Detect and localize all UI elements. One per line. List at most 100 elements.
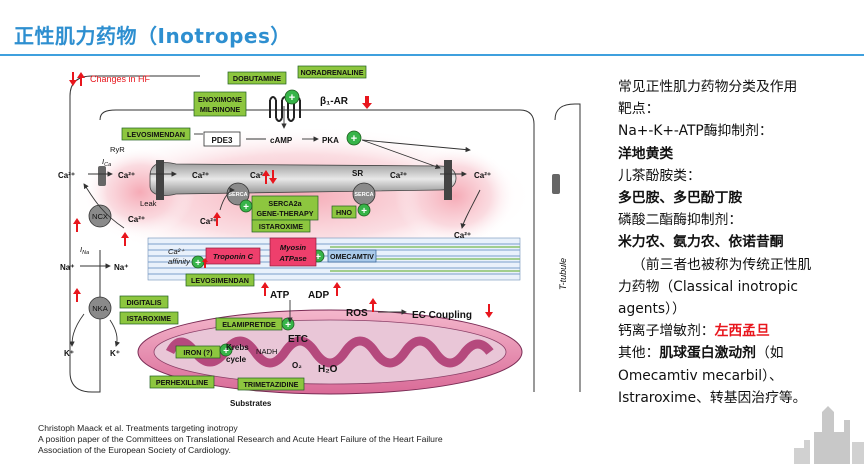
svg-text:NKA: NKA — [92, 304, 109, 313]
ca-dyad: Ca²⁺ — [118, 171, 135, 180]
drug-noradrenaline — [297, 65, 367, 79]
cycle-label: cycle — [226, 355, 247, 364]
inotropy-diagram: + β₁-AR NCX NKA SERCA SERCA Changes in H… — [58, 65, 581, 408]
svg-text:+: + — [289, 92, 295, 104]
svg-text:+: + — [223, 346, 229, 357]
h2o-label: H₂O — [318, 364, 338, 375]
drug-digitalis — [119, 295, 169, 309]
svg-text:+: + — [243, 202, 249, 213]
ca-right-out: Ca²⁺ — [474, 171, 491, 180]
svg-text:ATPase: ATPase — [278, 254, 307, 263]
svg-text:LEVOSIMENDAN: LEVOSIMENDAN — [191, 276, 249, 285]
sidebar-line-13-label: 其他： — [618, 345, 660, 362]
ca-ncx: Ca²⁺ — [128, 215, 145, 224]
affinity-label: affinity — [168, 257, 191, 266]
citation-line-3: Association of the European Society of C… — [38, 445, 231, 455]
svg-text:SERCA2a: SERCA2a — [268, 199, 302, 208]
sidebar-line-12-highlight: 左西孟旦 — [714, 323, 770, 340]
title-divider — [0, 54, 864, 56]
sidebar-line-12: 钙离子增敏剂：左西孟旦 — [618, 320, 858, 342]
sr-label: SR — [352, 169, 363, 178]
myosin-atpase — [269, 237, 317, 267]
svg-text:+: + — [315, 252, 321, 263]
ca-sr-right: Ca²⁺ — [390, 171, 407, 180]
slide-title: 正性肌力药物（Inotropes） — [14, 24, 291, 48]
sidebar-line-6: 多巴胺、多巴酚丁胺 — [618, 190, 743, 207]
ca-outside: Ca²⁺ — [58, 171, 75, 180]
sidebar-line-8: 米力农、氨力农、依诺昔酮 — [618, 234, 784, 251]
sidebar-line-13-tail: （如 — [755, 345, 784, 362]
ca-sr-mid: Ca²⁺ — [250, 171, 267, 180]
camp-label: cAMP — [270, 136, 293, 145]
drug-omecamtiv — [327, 249, 377, 263]
sidebar-line-14: Omecamtiv mecarbil）、 — [618, 367, 783, 384]
krebs-label: Krebs — [226, 343, 249, 352]
sidebar-line-10: 力药物（Classical inotropic — [618, 278, 798, 295]
sidebar-line-3: Na+-K+-ATP酶抑制剂： — [618, 123, 773, 140]
svg-text:+: + — [351, 133, 357, 145]
svg-text:Troponin C: Troponin C — [213, 252, 254, 261]
svg-text:+: + — [361, 206, 367, 217]
substrates-label: Substrates — [230, 399, 272, 408]
sidebar-line-5: 儿茶酚胺类： — [618, 167, 701, 184]
svg-text:ISTAROXIME: ISTAROXIME — [259, 222, 303, 231]
drug-enoximone — [193, 91, 247, 117]
sidebar-line-15: Istraroxime、转基因治疗等。 — [618, 389, 807, 406]
cell-inner-membrane — [99, 109, 535, 392]
drug-levosimendan-tn — [185, 273, 255, 287]
sidebar-line-7: 磷酸二酯酶抑制剂： — [618, 212, 743, 229]
nka-pump — [88, 296, 112, 320]
na-out: Na⁺ — [60, 263, 74, 272]
nadh-label: NADH — [256, 347, 278, 356]
svg-text:GENE-THERAPY: GENE-THERAPY — [256, 209, 313, 218]
stimulation-badges: + + + + + + + — [191, 130, 371, 357]
sidebar-line-4: 洋地黄类 — [618, 145, 674, 162]
svg-text:PDE3: PDE3 — [212, 136, 233, 145]
sidebar-line-12-label: 钙离子增敏剂： — [618, 323, 715, 340]
legend-text: Changes in HF — [90, 74, 151, 84]
citation: Christoph Maack et al. Treatments target… — [38, 423, 598, 456]
ca-affinity: Ca²⁺ — [168, 247, 185, 256]
drug-perhexilline — [149, 375, 215, 389]
o2-label: O₂ — [292, 361, 302, 370]
ttubule-channel — [552, 174, 560, 194]
ros-label: ROS — [346, 308, 368, 319]
citation-line-2: A position paper of the Committees on Tr… — [38, 434, 443, 444]
drug-istaroxime-nka — [119, 311, 179, 325]
adp-label: ADP — [308, 290, 329, 301]
sidebar-line-9: （前三者也被称为传统正性肌 — [632, 256, 812, 273]
ca-sr-left: Ca²⁺ — [192, 171, 209, 180]
cell-membrane-left — [69, 96, 93, 393]
pka-label: PKA — [322, 136, 339, 145]
svg-text:PERHEXILLINE: PERHEXILLINE — [156, 378, 209, 387]
hf-change-arrows — [73, 170, 493, 318]
drug-hno — [331, 205, 357, 219]
k-in: K⁺ — [110, 349, 120, 358]
ncx-exchanger — [88, 204, 112, 228]
etc-label: ETC — [288, 334, 308, 345]
sidebar-line-11: agents）） — [618, 301, 686, 318]
drug-levosimendan-pde3 — [121, 127, 191, 141]
ina-label: INa — [80, 245, 89, 256]
svg-text:IRON (?): IRON (?) — [183, 348, 213, 357]
drug-dobutamine — [227, 71, 287, 85]
svg-text:LEVOSIMENDAN: LEVOSIMENDAN — [127, 130, 185, 139]
na-in: Na⁺ — [114, 263, 128, 272]
svg-text:NCX: NCX — [92, 212, 108, 221]
ltype-channel — [98, 166, 106, 186]
t-tubule-wall — [554, 103, 581, 392]
svg-text:SERCA: SERCA — [354, 192, 373, 198]
beta1-ar-label: β₁-AR — [320, 96, 349, 107]
sidebar-line-13-highlight: 肌球蛋白激动剂 — [659, 345, 756, 362]
leak-label: Leak — [140, 199, 157, 208]
troponin-c — [205, 247, 261, 265]
svg-text:+: + — [195, 258, 201, 269]
svg-text:HNO: HNO — [336, 208, 352, 217]
ec-coupling-label: EC Coupling — [412, 310, 472, 321]
k-out: K⁺ — [64, 349, 74, 358]
svg-text:+: + — [285, 320, 291, 331]
citation-line-1: Christoph Maack et al. Treatments target… — [38, 423, 238, 433]
svg-text:MILRINONE: MILRINONE — [200, 105, 241, 114]
svg-text:DOBUTAMINE: DOBUTAMINE — [233, 74, 281, 83]
sidebar-line-1: 常见正性肌力药物分类及作用 — [618, 79, 798, 95]
